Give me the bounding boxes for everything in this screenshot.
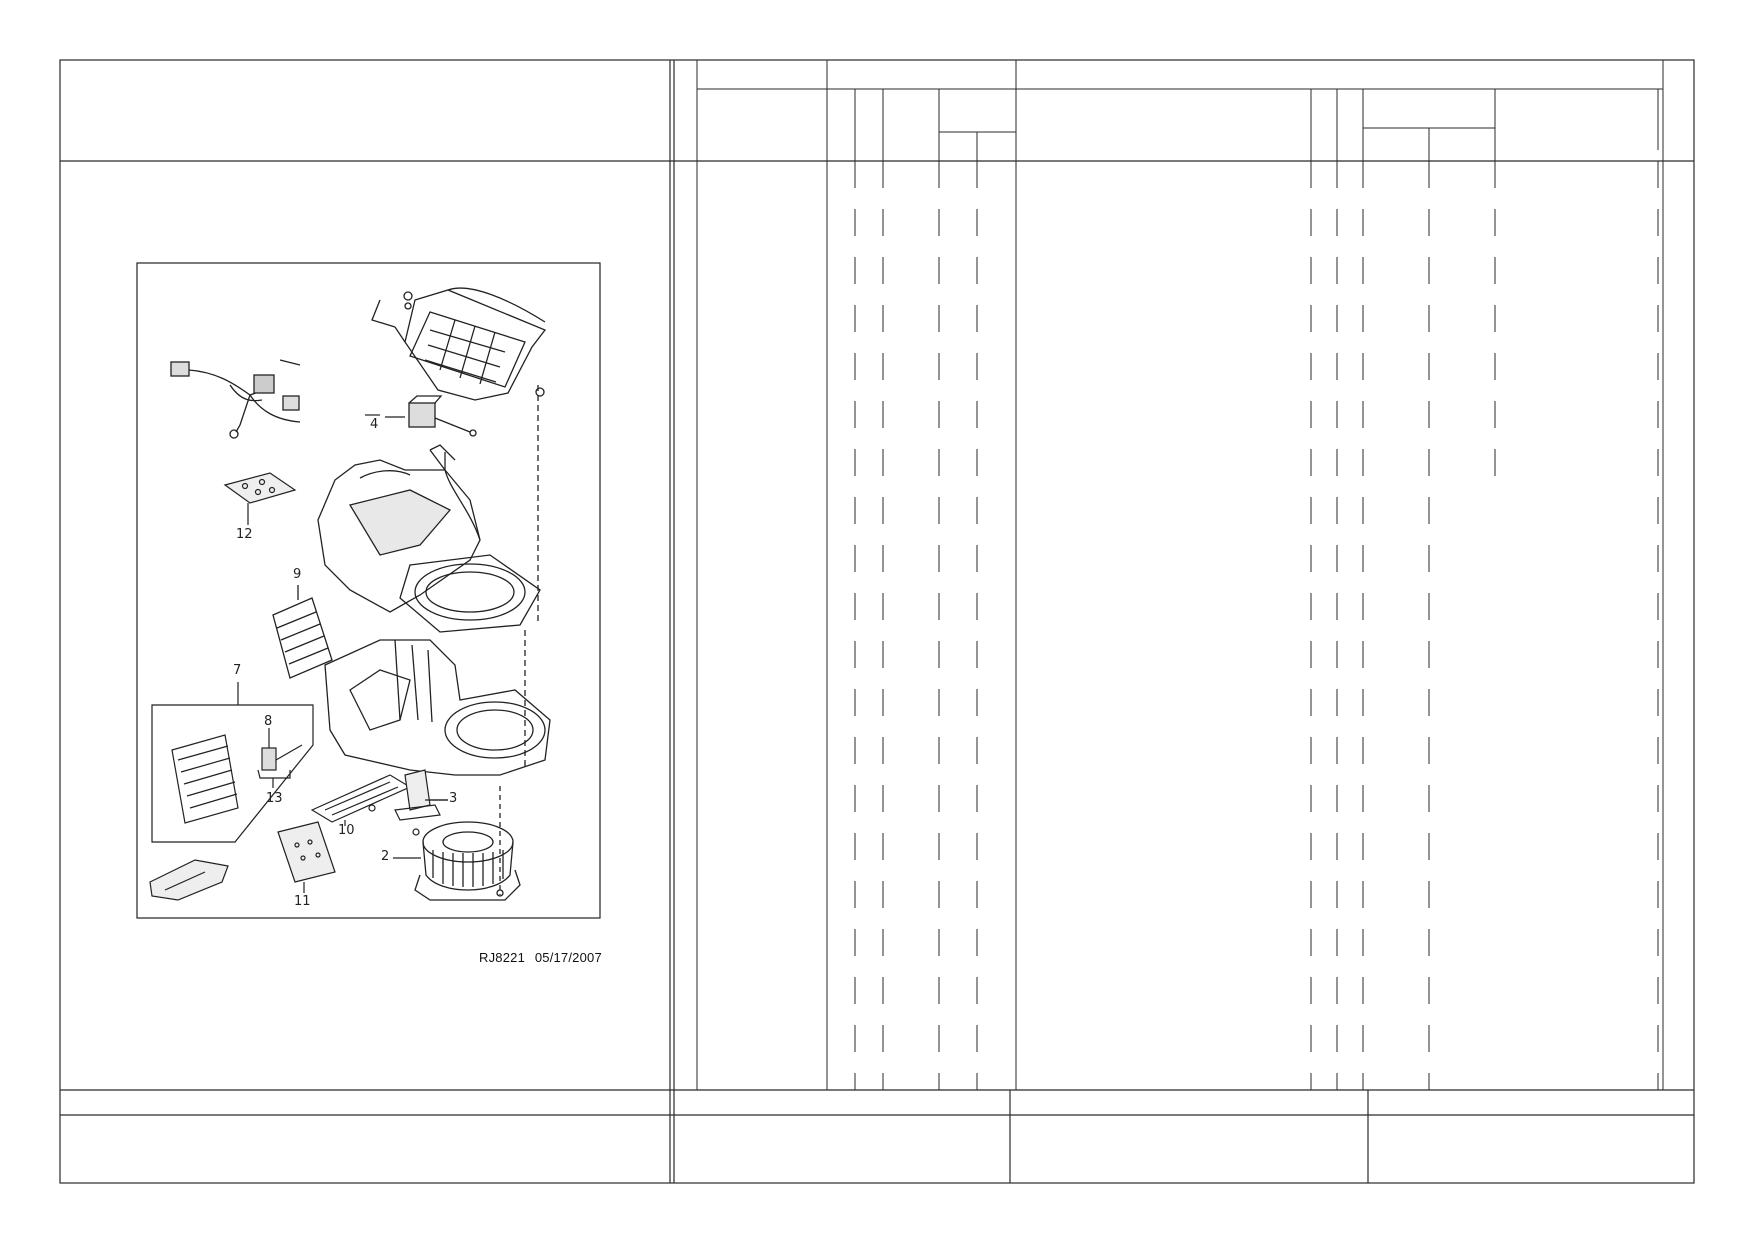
evaporator-subassembly (151, 682, 314, 843)
callout-9: 9 (293, 567, 302, 582)
callout-2: 2 (381, 849, 390, 864)
blower-flange (399, 385, 545, 633)
illustration-frame (136, 262, 601, 919)
callout-3: 3 (449, 791, 458, 806)
drawing-date: 05/17/2007 (534, 950, 602, 965)
blower-motor (393, 786, 521, 901)
air-filter (272, 585, 333, 679)
exploded-view-illustration (136, 262, 601, 919)
callout-10: 10 (338, 823, 355, 838)
parts-table-column-guides (854, 161, 1659, 1090)
duct-adapter (149, 859, 229, 901)
resistor-module (223, 472, 297, 525)
callout-7: 7 (233, 663, 242, 678)
callout-11: 12 (236, 527, 253, 542)
callout-8: 8 (264, 714, 273, 729)
parts-table-grid (696, 60, 1664, 1090)
drawing-code: RJ8221 (479, 950, 526, 965)
lower-case (324, 630, 551, 776)
callout-4: 4 (370, 417, 379, 432)
callout-12: 11 (294, 894, 311, 909)
upper-case (317, 444, 481, 613)
duct-piece (394, 769, 448, 836)
wiring-harness (170, 359, 301, 439)
intake-housing (371, 287, 547, 401)
drawing-reference: RJ8221 05/17/2007 (479, 951, 602, 964)
gasket (310, 774, 412, 826)
actuator (385, 395, 477, 437)
control-board (277, 821, 336, 893)
sheet-frame (59, 59, 1695, 1184)
callout-13: 13 (266, 791, 283, 806)
